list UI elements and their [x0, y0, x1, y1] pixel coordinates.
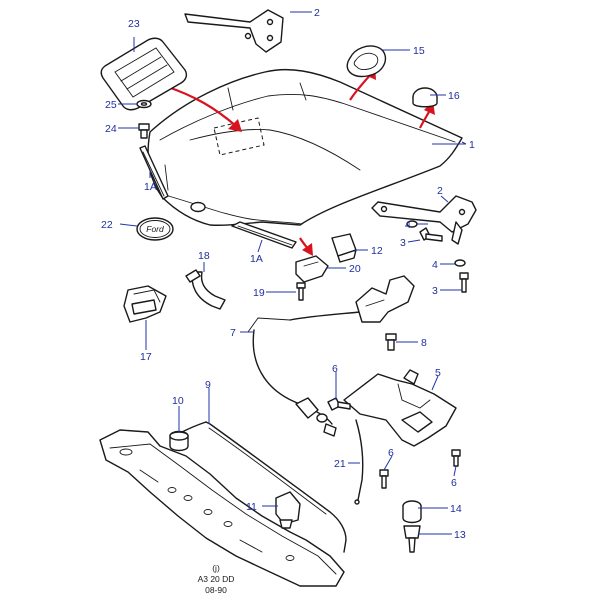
grommet-15 [346, 45, 387, 78]
callout-1a-mid: 1A [250, 253, 263, 265]
callout-6-center: 6 [388, 447, 394, 459]
callout-19: 19 [253, 287, 265, 299]
bracket-11 [275, 491, 301, 529]
washer-25 [136, 99, 152, 109]
bumper-stop-13 [403, 525, 421, 553]
callout-13: 13 [454, 529, 466, 541]
bolt-6-center [379, 469, 389, 489]
leader-lines [118, 11, 467, 535]
callout-3-lower: 3 [432, 285, 438, 297]
callout-23: 23 [128, 18, 140, 30]
callout-10: 10 [172, 395, 184, 407]
hood-insulator-pad [100, 37, 188, 111]
hood-seal-left [139, 145, 169, 200]
bolt-24 [138, 123, 150, 139]
callout-18: 18 [198, 250, 210, 262]
callout-12: 12 [371, 245, 383, 257]
callout-21: 21 [334, 458, 346, 470]
callout-24: 24 [105, 123, 117, 135]
hinge-top [184, 9, 284, 53]
callout-6-right: 6 [451, 477, 457, 489]
callout-6-left: 6 [332, 363, 338, 375]
callout-20: 20 [349, 263, 361, 275]
hood-bumper-12 [331, 233, 357, 263]
cable-end-lower [295, 397, 337, 437]
callout-7: 7 [230, 327, 236, 339]
callout-8: 8 [421, 337, 427, 349]
drawing-code-date: 08-90 [205, 585, 227, 595]
bumper-bracket-20 [295, 255, 329, 283]
callout-3-upper: 3 [400, 237, 406, 249]
drawing-code-ref: A3 20 DD [198, 574, 235, 584]
bolt-8 [385, 333, 397, 351]
callout-2-top: 2 [314, 7, 320, 19]
ford-badge-text: Ford [146, 224, 164, 234]
callout-16: 16 [448, 90, 460, 102]
callout-17: 17 [140, 351, 152, 363]
washer-4-lower [454, 259, 466, 267]
bolt-19 [296, 282, 306, 301]
bolt-6-left [327, 397, 351, 411]
bolt-6-right [451, 449, 461, 467]
callout-14: 14 [450, 503, 462, 515]
callout-22: 22 [101, 219, 113, 231]
callout-1: 1 [469, 139, 475, 151]
callout-1a-left: 1A [144, 181, 157, 193]
callout-15: 15 [413, 45, 425, 57]
callout-2-right: 2 [437, 185, 443, 197]
callout-25: 25 [105, 99, 117, 111]
plug-16 [412, 87, 438, 108]
callout-5: 5 [435, 367, 441, 379]
bumper-stop-14 [402, 500, 422, 524]
callout-labels: 1 1A 1A 2 2 3 3 4 4 5 6 6 6 7 8 9 10 11 … [101, 7, 475, 541]
hinge-right [371, 195, 477, 245]
hood-seal-front [231, 221, 297, 249]
latch-fitting [355, 275, 415, 323]
ford-badge: Ford [136, 217, 174, 241]
cable-clip-18 [185, 269, 226, 310]
clip-17 [123, 285, 167, 323]
callout-4-lower: 4 [432, 259, 438, 271]
hood-panel [147, 68, 463, 226]
prop-rod-9 [181, 421, 347, 553]
callout-11: 11 [246, 501, 257, 513]
grommet-10 [169, 430, 189, 452]
radiator-support-panel [99, 429, 345, 587]
drawing-code-block: (j) A3 20 DD 08-90 [198, 563, 235, 595]
bolt-3-upper [419, 227, 443, 242]
callout-4-upper: 4 [405, 219, 411, 231]
drawing-code-symbol: (j) [212, 563, 220, 573]
hood-latch-5 [343, 369, 457, 447]
callout-9: 9 [205, 379, 211, 391]
bolt-3-lower [459, 272, 469, 293]
latch-rod-21 [354, 419, 364, 505]
